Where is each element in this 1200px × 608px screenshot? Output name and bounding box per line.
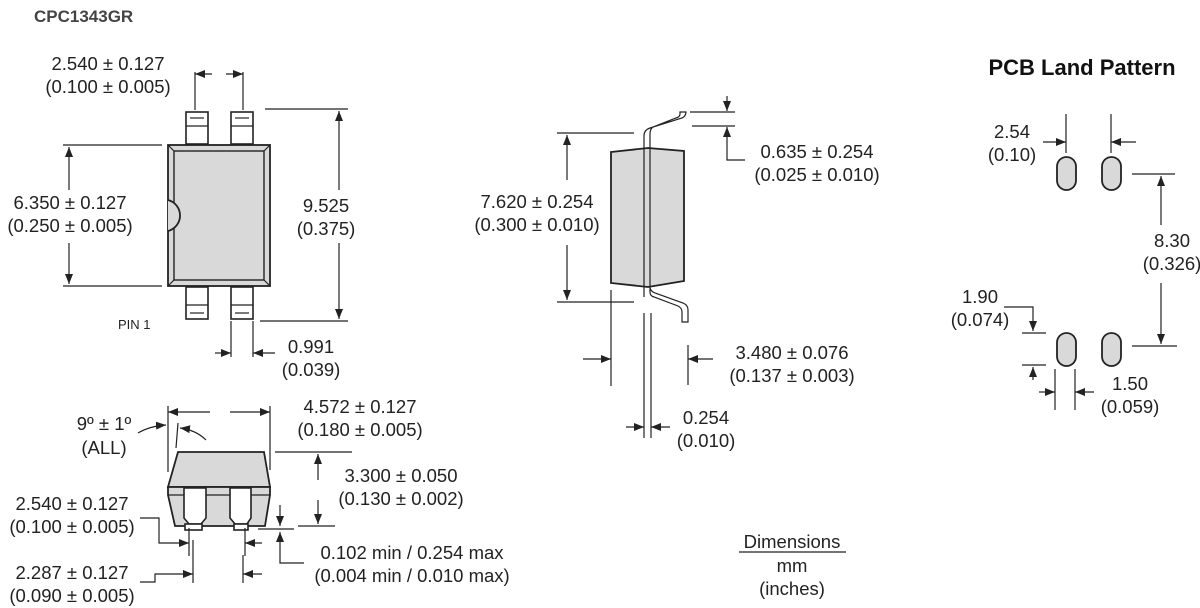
pad bbox=[1101, 156, 1122, 191]
dim-lead-thickness-mm: 0.254 bbox=[683, 407, 729, 428]
pcb-pad-width-in: (0.059) bbox=[1101, 396, 1160, 417]
pcb-pitch-mm: 2.54 bbox=[994, 121, 1030, 142]
dim-body-width-mm: 6.350 ± 0.127 bbox=[13, 192, 126, 213]
dim-pin-pitch-in: (0.100 ± 0.005) bbox=[9, 516, 134, 537]
pad bbox=[1056, 156, 1077, 191]
legend-unit-mm: mm bbox=[777, 555, 808, 576]
pcb-pitch-in: (0.10) bbox=[988, 144, 1036, 165]
pcb-land-pattern: PCB Land Pattern 2.54 (0.10) 8.30 (0.326… bbox=[951, 55, 1200, 417]
pcb-row-spacing-mm: 8.30 bbox=[1154, 230, 1190, 251]
dim-pin-width-mm: 0.991 bbox=[288, 336, 334, 357]
dim-body-length-mm: 4.572 ± 0.127 bbox=[303, 396, 416, 417]
part-number-title: CPC1343GR bbox=[34, 7, 133, 26]
dim-angle-all: (ALL) bbox=[81, 437, 126, 458]
pcb-pad-width-mm: 1.50 bbox=[1112, 373, 1148, 394]
dim-angle: 9º ± 1º bbox=[77, 413, 132, 434]
dim-body-thickness-in: (0.137 ± 0.003) bbox=[729, 365, 854, 386]
dim-overall-length-mm: 9.525 bbox=[303, 195, 349, 216]
dim-pin-pitch-mm: 2.540 ± 0.127 bbox=[15, 493, 128, 514]
end-body bbox=[610, 147, 685, 288]
dim-row-spacing-in: (0.300 ± 0.010) bbox=[474, 214, 599, 235]
dim-pin-spacing-in: (0.100 ± 0.005) bbox=[45, 76, 170, 97]
dim-lead-thickness-in: (0.010) bbox=[677, 430, 736, 451]
pcb-pad-length-in: (0.074) bbox=[951, 309, 1010, 330]
dim-height-mm: 3.300 ± 0.050 bbox=[344, 465, 457, 486]
dim-lead-offset-mm: 0.635 ± 0.254 bbox=[760, 141, 873, 162]
dim-height-in: (0.130 ± 0.002) bbox=[338, 488, 463, 509]
dim-overall-length-in: (0.375) bbox=[297, 218, 356, 239]
pcb-row-spacing-in: (0.326) bbox=[1143, 253, 1200, 274]
pad bbox=[1101, 332, 1122, 367]
dim-body-length-in: (0.180 ± 0.005) bbox=[297, 419, 422, 440]
legend-heading: Dimensions bbox=[744, 531, 841, 552]
pin1-notch bbox=[167, 199, 181, 232]
package-body bbox=[167, 144, 271, 287]
side-body-top bbox=[166, 451, 272, 488]
pcb-pad-length-mm: 1.90 bbox=[962, 286, 998, 307]
dim-pin-spread-mm: 2.287 ± 0.127 bbox=[15, 562, 128, 583]
top-view: 2.540 ± 0.127 (0.100 ± 0.005) 6.350 ± 0.… bbox=[7, 53, 355, 380]
pcb-title: PCB Land Pattern bbox=[988, 55, 1175, 80]
dim-pin-width-in: (0.039) bbox=[282, 359, 341, 380]
dim-body-thickness-mm: 3.480 ± 0.076 bbox=[735, 342, 848, 363]
dim-standoff-mm: 0.102 min / 0.254 max bbox=[320, 542, 504, 563]
dim-lead-offset-in: (0.025 ± 0.010) bbox=[754, 164, 879, 185]
pin1-label: PIN 1 bbox=[118, 317, 151, 332]
units-legend: Dimensions mm (inches) bbox=[739, 531, 846, 599]
dim-row-spacing-mm: 7.620 ± 0.254 bbox=[480, 191, 593, 212]
side-view: 4.572 ± 0.127 (0.180 ± 0.005) 9º ± 1º (A… bbox=[9, 396, 509, 606]
dim-body-width-in: (0.250 ± 0.005) bbox=[7, 215, 132, 236]
end-view: 0.635 ± 0.254 (0.025 ± 0.010) 7.620 ± 0.… bbox=[474, 96, 880, 451]
dim-pin-spread-in: (0.090 ± 0.005) bbox=[9, 585, 134, 606]
legend-unit-inches: (inches) bbox=[759, 578, 825, 599]
dim-pin-spacing-mm: 2.540 ± 0.127 bbox=[51, 53, 164, 74]
top-pins bbox=[185, 111, 254, 320]
pad bbox=[1056, 332, 1077, 367]
dim-standoff-in: (0.004 min / 0.010 max) bbox=[314, 565, 509, 586]
